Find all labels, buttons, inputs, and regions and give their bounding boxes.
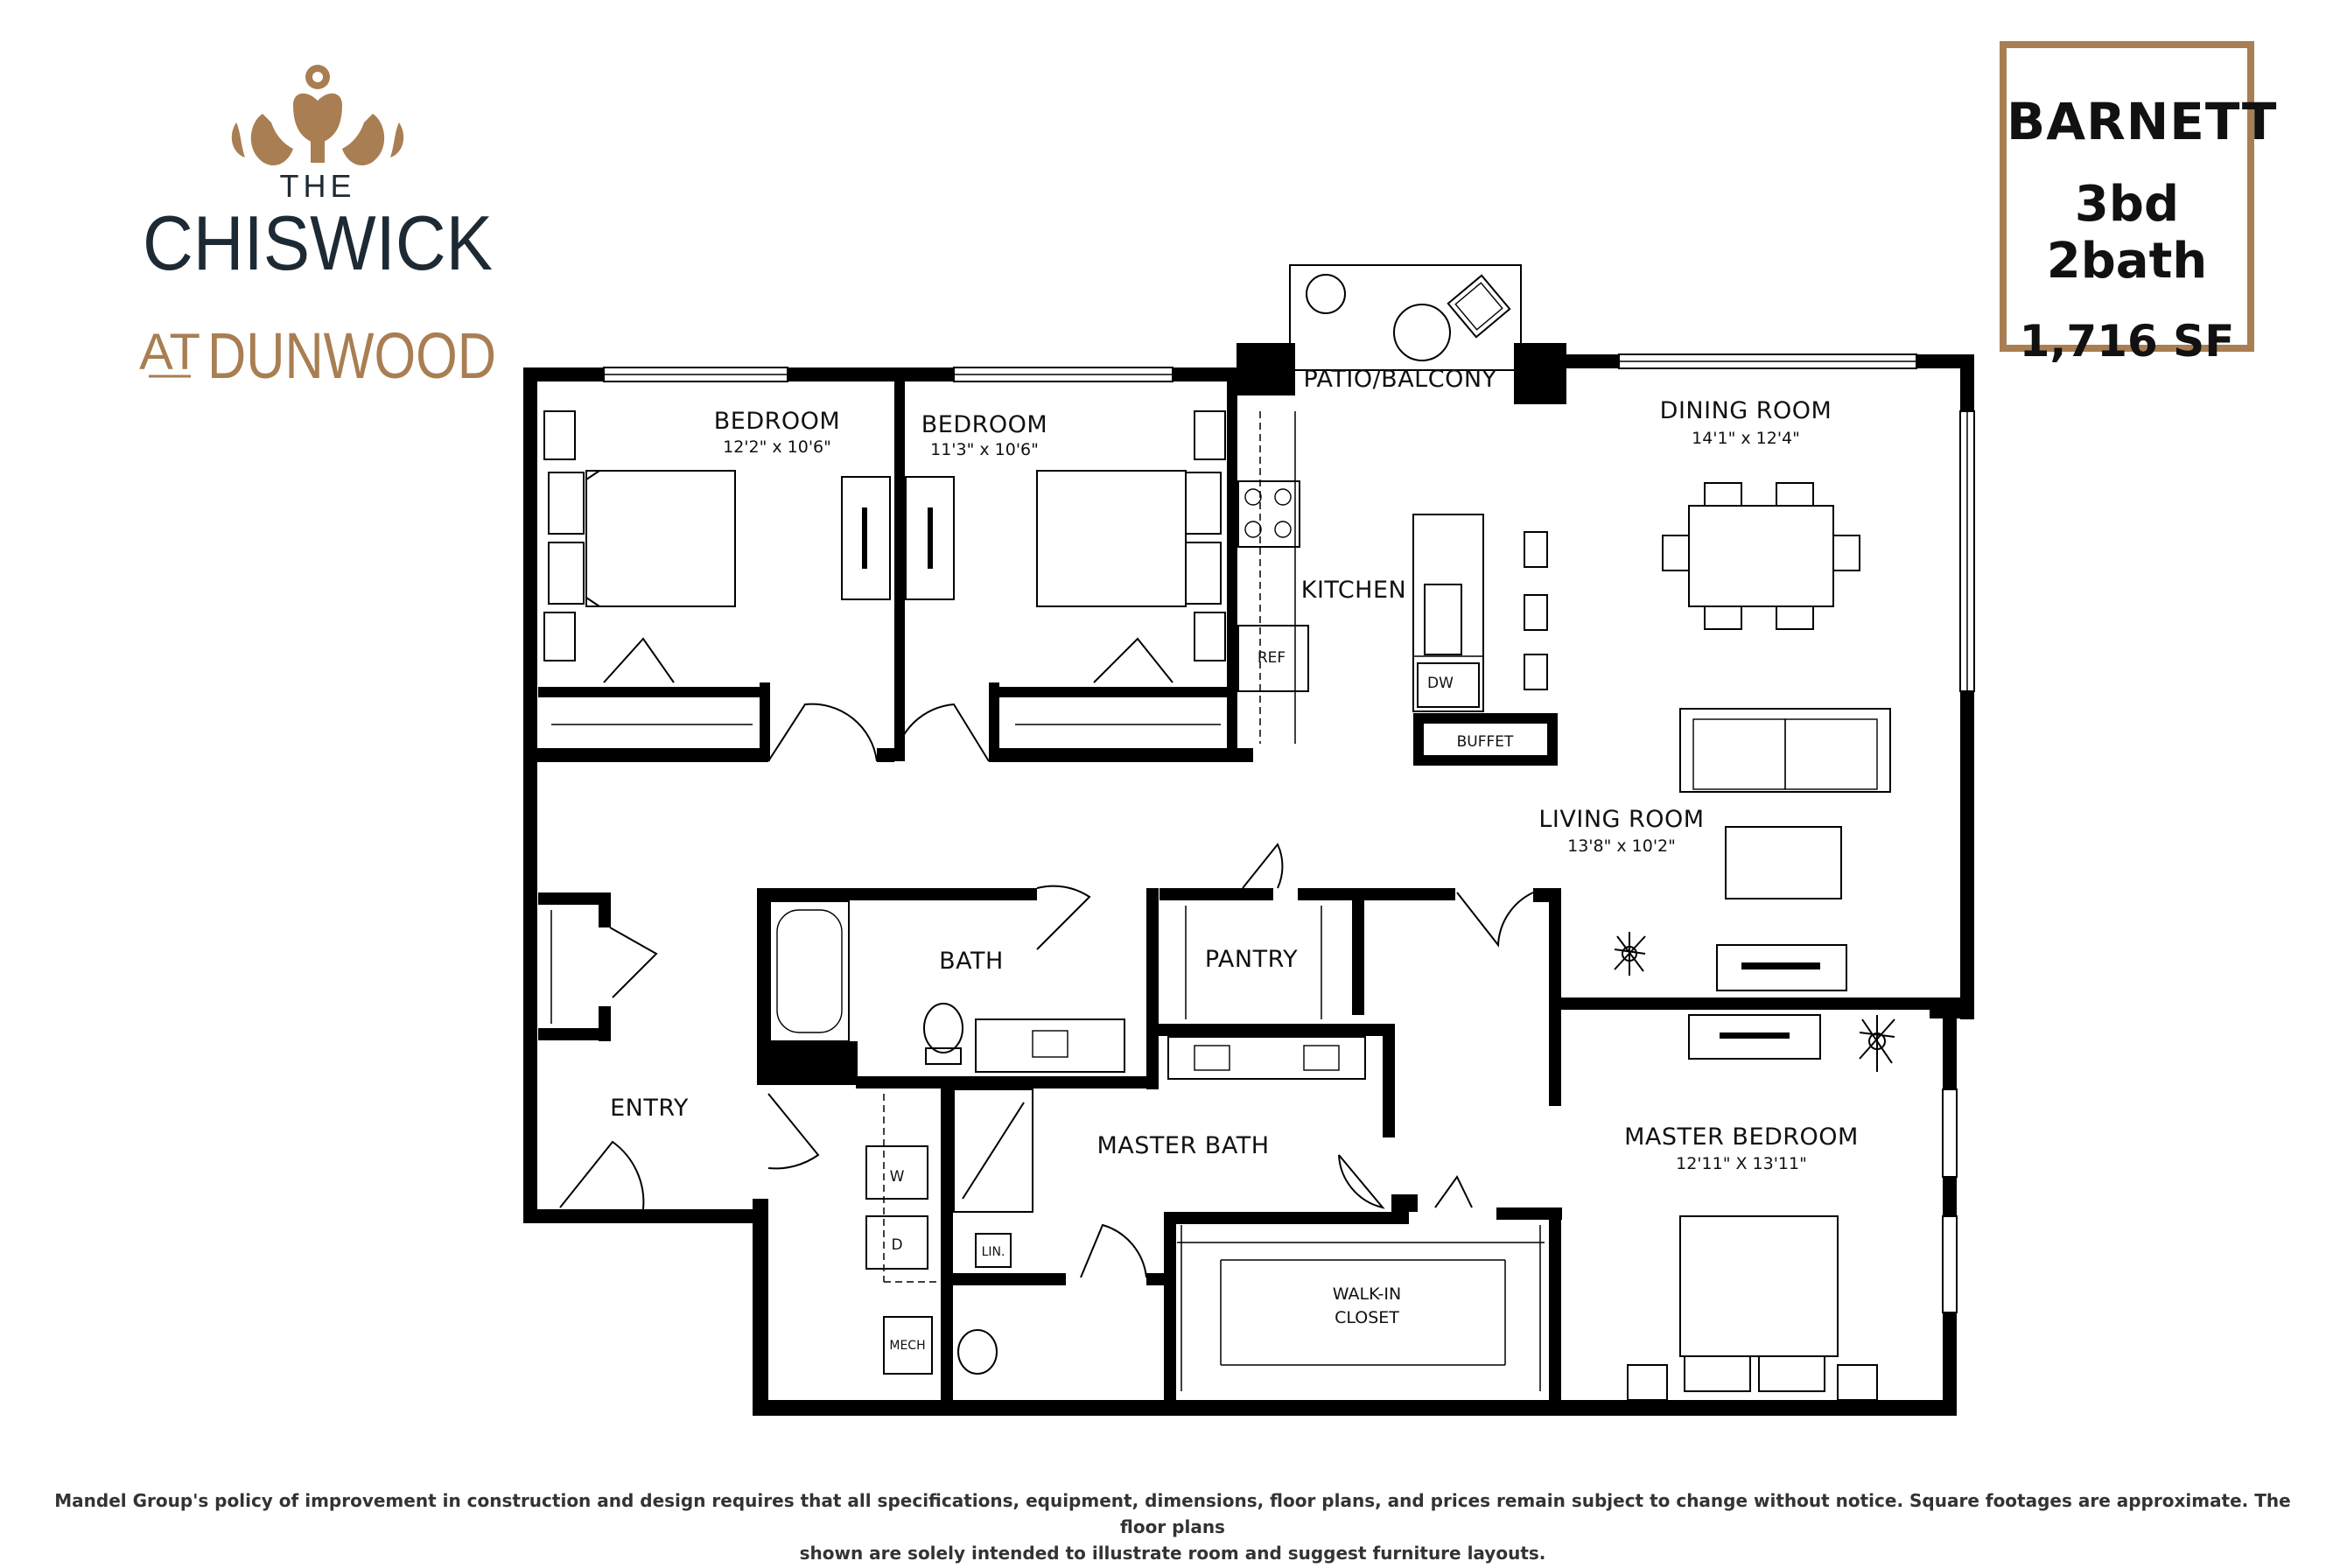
plant-icon [1859,1015,1895,1072]
plant-icon [1614,932,1646,976]
sofa-icon [1679,708,1891,793]
walkin-closet-label-1: WALK-IN [1333,1284,1401,1304]
logo-name: CHISWICK [143,200,493,286]
bathtub-icon [769,900,850,1042]
logo-the: THE [280,168,356,204]
unit-area: 1,716 SF [2019,316,2235,367]
dining-dims: 14'1" x 12'4" [1692,429,1800,448]
patio-area [1289,264,1522,371]
entry-label: ENTRY [610,1095,689,1122]
master-bedroom-furniture [1627,1014,1895,1401]
toilet-icon [923,1003,963,1054]
washer-label: W [890,1168,905,1186]
dining-label: DINING ROOM [1660,397,1832,424]
pantry-label: PANTRY [1205,946,1298,973]
double-vanity-icon [1167,1036,1366,1080]
kitchen-fixtures [1237,411,1548,744]
windows [603,354,1975,1313]
bedroom1-label: BEDROOM [714,408,840,435]
ref-label: REF [1258,649,1286,667]
disclaimer: Mandel Group's policy of improvement in … [35,1488,2310,1566]
dw-label: DW [1427,675,1454,692]
washer-icon [865,1145,928,1200]
floral-emblem-icon [231,65,404,166]
bedroom2-dims: 11'3" x 10'6" [930,440,1039,459]
chiswick-logo: THE CHISWICK AT DUNWOOD [139,65,496,385]
unit-beds-baths: 3bd 2bath [2046,176,2208,290]
pantry-shelves [1185,906,1322,1019]
living-label: LIVING ROOM [1538,806,1704,833]
shower-icon [953,1088,1033,1213]
bedroom1-dims: 12'2" x 10'6" [723,438,831,457]
patio-table-icon [1393,304,1451,361]
mech-label: MECH [889,1339,925,1353]
logo-at: AT [139,324,200,381]
laundry-fixtures [865,1094,936,1375]
bath-label: BATH [939,948,1004,975]
unit-name: BARNETT [2007,92,2278,151]
walkin-closet [1177,1225,1545,1391]
living-dims: 13'8" x 10'2" [1567,836,1676,856]
master-bath-label: MASTER BATH [1097,1132,1270,1159]
refrigerator-icon [1237,625,1309,692]
dryer-label: D [891,1236,902,1254]
mech-icon [883,1316,933,1375]
patio-chair-icon [1447,274,1511,339]
buffet-label: BUFFET [1457,733,1514,751]
master-bedroom-dims: 12'11" X 13'11" [1676,1154,1807,1173]
linen-label: LIN. [982,1245,1005,1259]
living-furniture [1614,708,1891,991]
master-bath-fixtures [953,1036,1366,1375]
logo-location: DUNWOOD [207,319,496,385]
disclaimer-line-2: shown are solely intended to illustrate … [799,1543,1546,1564]
stove-icon [1237,480,1300,548]
vanity-icon [975,1018,1125,1073]
tv-console-icon [1716,944,1847,991]
bedroom2-label: BEDROOM [921,411,1047,438]
bed-icon [1679,1215,1839,1357]
patio-label: PATIO/BALCONY [1303,366,1496,393]
disclaimer-line-1: Mandel Group's policy of improvement in … [54,1490,2291,1537]
dryer-icon [865,1215,928,1270]
unit-title-box: BARNETT 3bd 2bath 1,716 SF [2000,41,2278,367]
bedroom2-furniture [905,410,1226,725]
kitchen-island [1412,514,1484,712]
bath-fixtures [550,900,1125,1073]
coffee-table-icon [1725,826,1842,900]
master-bedroom-label: MASTER BEDROOM [1624,1124,1859,1151]
kitchen-label: KITCHEN [1301,577,1407,604]
doors [559,703,1534,1278]
plant-icon [1306,274,1346,314]
walkin-closet-label-2: CLOSET [1335,1308,1399,1327]
bedroom1-furniture [543,410,891,725]
sink-icon [1424,584,1462,655]
dining-table [1662,482,1860,630]
toilet-icon [957,1329,998,1375]
